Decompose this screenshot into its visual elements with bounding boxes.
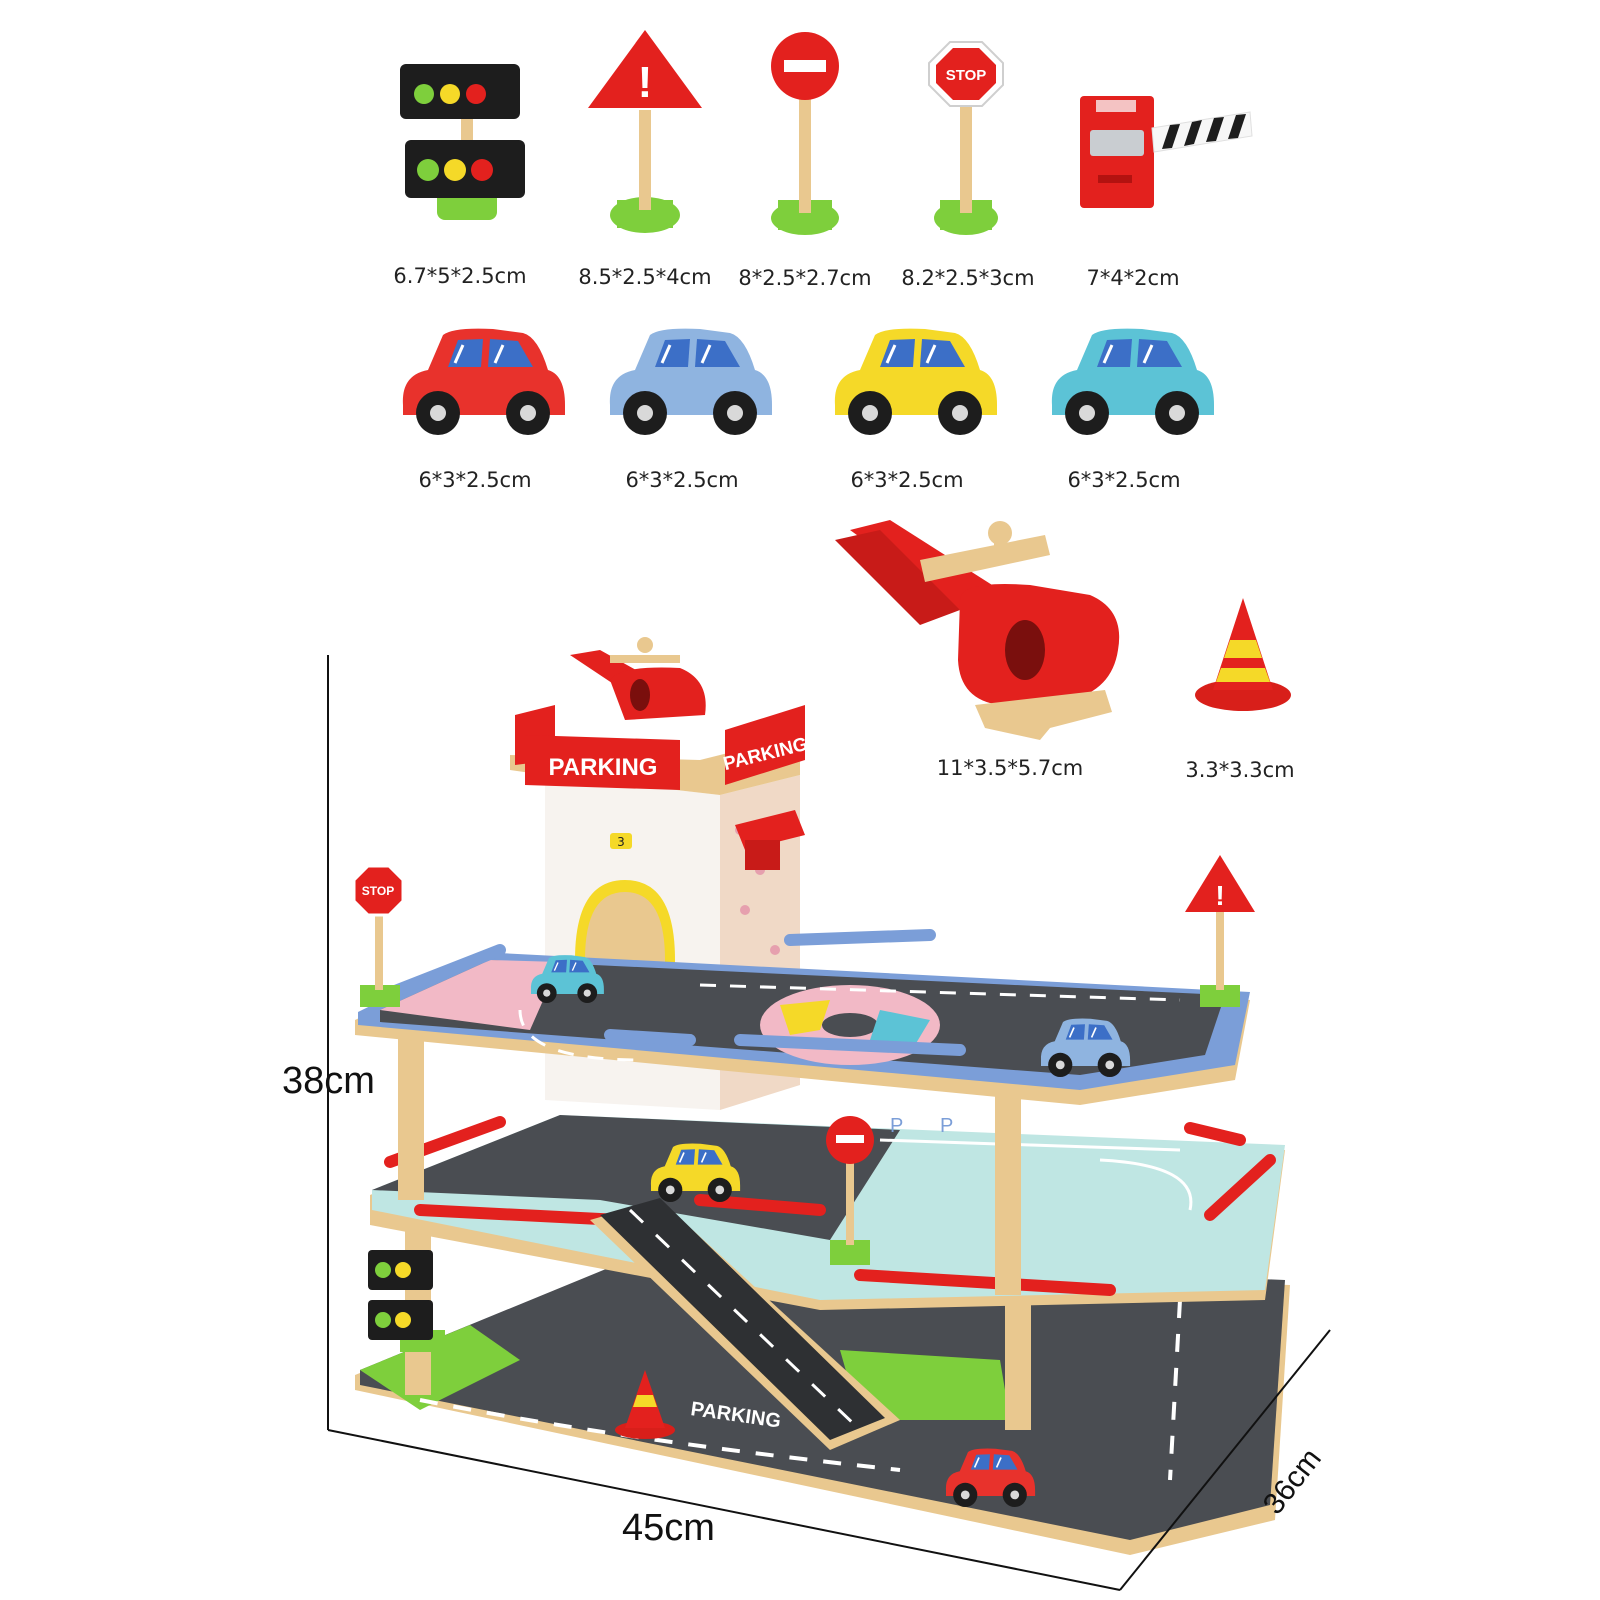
toy-car-1-size: 6*3*2.5cm (418, 468, 531, 492)
garage-car-4-icon (945, 1448, 1036, 1507)
toy-car-1-icon (402, 328, 565, 435)
warning-sign-size: 8.5*2.5*4cm (578, 265, 711, 289)
garage-cars (530, 955, 1131, 1507)
width-label: 45cm (622, 1507, 715, 1549)
toy-car-3-icon (834, 328, 997, 435)
toy-car-2-icon (609, 328, 772, 435)
garage-warning-symbol: ! (1215, 880, 1224, 911)
garage-no-entry-sign-icon (826, 1116, 874, 1265)
helicopter-icon (835, 520, 1120, 740)
garage-warning-sign-icon: ! (1185, 855, 1255, 1007)
garage-stop-sign-text: STOP (362, 884, 394, 898)
toy-car-2-size: 6*3*2.5cm (625, 468, 738, 492)
toy-car-4-icon (1051, 328, 1214, 435)
level-badge: 3 (617, 835, 625, 849)
cone-size: 3.3*3.3cm (1185, 758, 1294, 782)
barrier-gate-size: 7*4*2cm (1086, 266, 1179, 290)
warning-sign-icon: ! (588, 30, 702, 233)
cars-row: 6*3*2.5cm 6*3*2.5cm 6*3*2.5cm 6*3*2.5cm (402, 328, 1214, 492)
no-entry-sign-size: 8*2.5*2.7cm (738, 266, 871, 290)
toy-car-3-size: 6*3*2.5cm (850, 468, 963, 492)
garage-cone-icon (615, 1370, 675, 1439)
traffic-light-icon (400, 64, 525, 220)
dimension-lines (327, 655, 1331, 1591)
traffic-light-size: 6.7*5*2.5cm (393, 264, 526, 288)
stop-sign-text: STOP (946, 67, 987, 84)
barrier-gate-icon (1080, 96, 1253, 208)
garage-stop-sign-icon: STOP (352, 864, 405, 1007)
cone-icon (1195, 598, 1291, 711)
stop-sign-icon: STOP (928, 41, 1004, 235)
stop-sign-size: 8.2*2.5*3cm (901, 266, 1034, 290)
garage-car-3-icon (650, 1143, 741, 1202)
garage-car-2-icon (1040, 1018, 1131, 1077)
height-label: 38cm (282, 1060, 375, 1102)
parking-garage: PARKING (352, 637, 1290, 1555)
helicopter-size: 11*3.5*5.7cm (937, 756, 1084, 780)
warning-sign-symbol: ! (638, 58, 653, 107)
bay-label-1: P (890, 1115, 903, 1137)
parking-sign-front: PARKING (549, 754, 658, 781)
garage-car-1-icon (530, 955, 604, 1003)
no-entry-sign-icon (771, 32, 839, 235)
bay-label-2: P (940, 1115, 953, 1137)
toy-car-4-size: 6*3*2.5cm (1067, 468, 1180, 492)
garage-traffic-light-icon (368, 1250, 445, 1352)
